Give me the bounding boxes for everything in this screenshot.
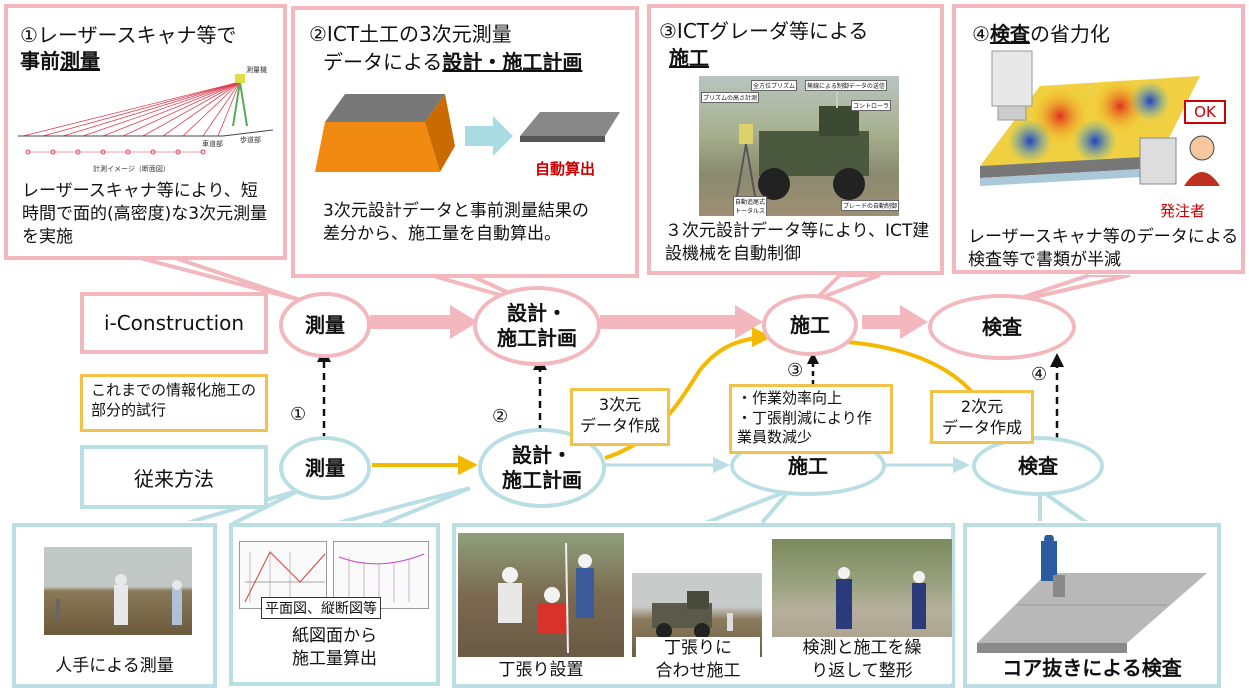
fig-label-instrument: 測量機 <box>246 65 267 74</box>
node-ic-survey: 測量 <box>279 292 371 358</box>
heatmap-inspection-figure <box>980 50 1220 186</box>
marker-2: ② <box>492 406 509 427</box>
panel-design-title-line1: ②ICT土工の3次元測量 <box>309 22 512 46</box>
panel-design-body: 3次元設計データと事前測量結果の差分から、施工量を自動算出。 <box>323 201 589 244</box>
bottom-core-inspection: コア抜きによる検査 <box>963 523 1221 688</box>
marker-4: ④ <box>1031 364 1048 385</box>
panel-inspection-title: ④検査の省力化 <box>972 22 1110 46</box>
panel-construction-title: ③ICTグレーダ等による 施工 <box>659 18 868 72</box>
drawings-label: 平面図、縦断図等 <box>261 597 381 619</box>
iconstruction-label: i-Construction <box>80 292 268 354</box>
stake-setting-caption: 丁張り設置 <box>498 660 584 680</box>
manual-survey-photo <box>44 547 192 635</box>
node-conv-survey: 測量 <box>279 436 371 500</box>
panel-survey: ①レーザースキャナ等で 事前測量 測量機 車道部 歩道部 計測イメージ（断面図）… <box>4 4 287 260</box>
photo-label-wireless: 無線による制御データの送信 <box>805 80 887 91</box>
scan-cross-section-figure: 測量機 車道部 歩道部 計測イメージ（断面図） <box>18 65 273 173</box>
manual-survey-caption: 人手による測量 <box>55 656 174 676</box>
earthwork-volume-figure: 自動算出 <box>315 94 620 178</box>
core-inspection-caption: コア抜きによる検査 <box>1002 656 1182 680</box>
auto-calc-label: 自動算出 <box>535 160 595 178</box>
fig-label-sidewalk: 歩道部 <box>240 135 261 144</box>
fig-label-roadway: 車道部 <box>202 139 223 148</box>
stake-setting-photo <box>458 533 624 657</box>
photo-label-total-station: 自動追尾式トータルステーション <box>733 196 767 216</box>
panel-design-title: ②ICT土工の3次元測量 データによる設計・施工計画 <box>309 20 582 76</box>
grading-caption: 丁張りに 合わせ施工 <box>636 637 760 683</box>
panel-inspection-body: レーザースキャナ等のデータによる検査等で書類が半減 <box>968 227 1239 270</box>
panel-construction-title-line2: 施工 <box>669 46 709 70</box>
photo-label-controller: コントローラ <box>851 100 892 111</box>
panel-survey-title-line1: ①レーザースキャナ等で <box>20 23 237 47</box>
photo-label-prism: 全方位プリズム <box>751 80 798 91</box>
bottom-paper-drawings: 平面図、縦断図等 紙図面から 施工量算出 <box>229 523 440 686</box>
panel-survey-body: レーザースキャナ等により、短時間で面的(高密度)な3次元測量を実施 <box>22 181 268 247</box>
callout-tail-b3 <box>699 488 792 527</box>
panel-design: ②ICT土工の3次元測量 データによる設計・施工計画 自動算出 3次元設計データ… <box>291 6 639 278</box>
core-sampling-figure <box>977 535 1207 653</box>
panel-survey-title: ①レーザースキャナ等で 事前測量 <box>20 22 237 74</box>
measure-repeat-caption: 検測と施工を繰 り返して整形 <box>772 637 952 683</box>
partial-trial-label: これまでの情報化施工の部分的試行 <box>80 374 268 432</box>
conventional-label: 従来方法 <box>80 445 268 509</box>
bottom-conventional-construction: 丁張り設置 丁張りに 合わせ施工 検測と施工を繰 り返して整形 <box>452 523 955 688</box>
bottom-manual-survey: 人手による測量 <box>12 523 217 688</box>
panel-inspection: ④検査の省力化 OK 発注者 レーザースキャナ等のデータによる検査等で書類が半減 <box>952 4 1245 274</box>
node-conv-inspection: 検査 <box>972 436 1104 496</box>
client-label: 発注者 <box>1160 202 1206 220</box>
efficiency-label: ・作業効率向上 ・丁張削減により作業員数減少 <box>729 384 893 454</box>
ict-grader-photo: 全方位プリズム プリズムの高さ計測 無線による制御データの送信 コントローラ 自… <box>699 76 899 216</box>
panel-construction-body: ３次元設計データ等により、ICT建設機械を自動制御 <box>665 221 930 264</box>
node-ic-design: 設計・ 施工計画 <box>473 286 601 366</box>
panel-construction: ③ICTグレーダ等による 施工 全方位プリズム プリズムの高さ計測 無線による制… <box>647 4 944 275</box>
ok-badge: OK <box>1184 100 1226 124</box>
data-3d-label: 3次元 データ作成 <box>570 388 670 446</box>
panel-survey-title-line2: 事前測量 <box>20 49 100 73</box>
data-2d-label: 2次元 データ作成 <box>930 390 1034 444</box>
node-ic-inspection: 検査 <box>928 294 1076 360</box>
node-ic-construction: 施工 <box>762 294 858 356</box>
fig-caption: 計測イメージ（断面図） <box>93 164 170 173</box>
marker-1: ① <box>290 404 307 425</box>
marker-3: ③ <box>787 360 804 381</box>
photo-label-prism-height: プリズムの高さ計測 <box>701 92 760 103</box>
panel-construction-title-line1: ③ICTグレーダ等による <box>659 19 869 43</box>
drawings-caption: 紙図面から 施工量算出 <box>292 626 377 669</box>
photo-label-blade: ブレードの自動制御 <box>841 200 899 211</box>
panel-design-title-line2: データによる設計・施工計画 <box>323 50 583 74</box>
